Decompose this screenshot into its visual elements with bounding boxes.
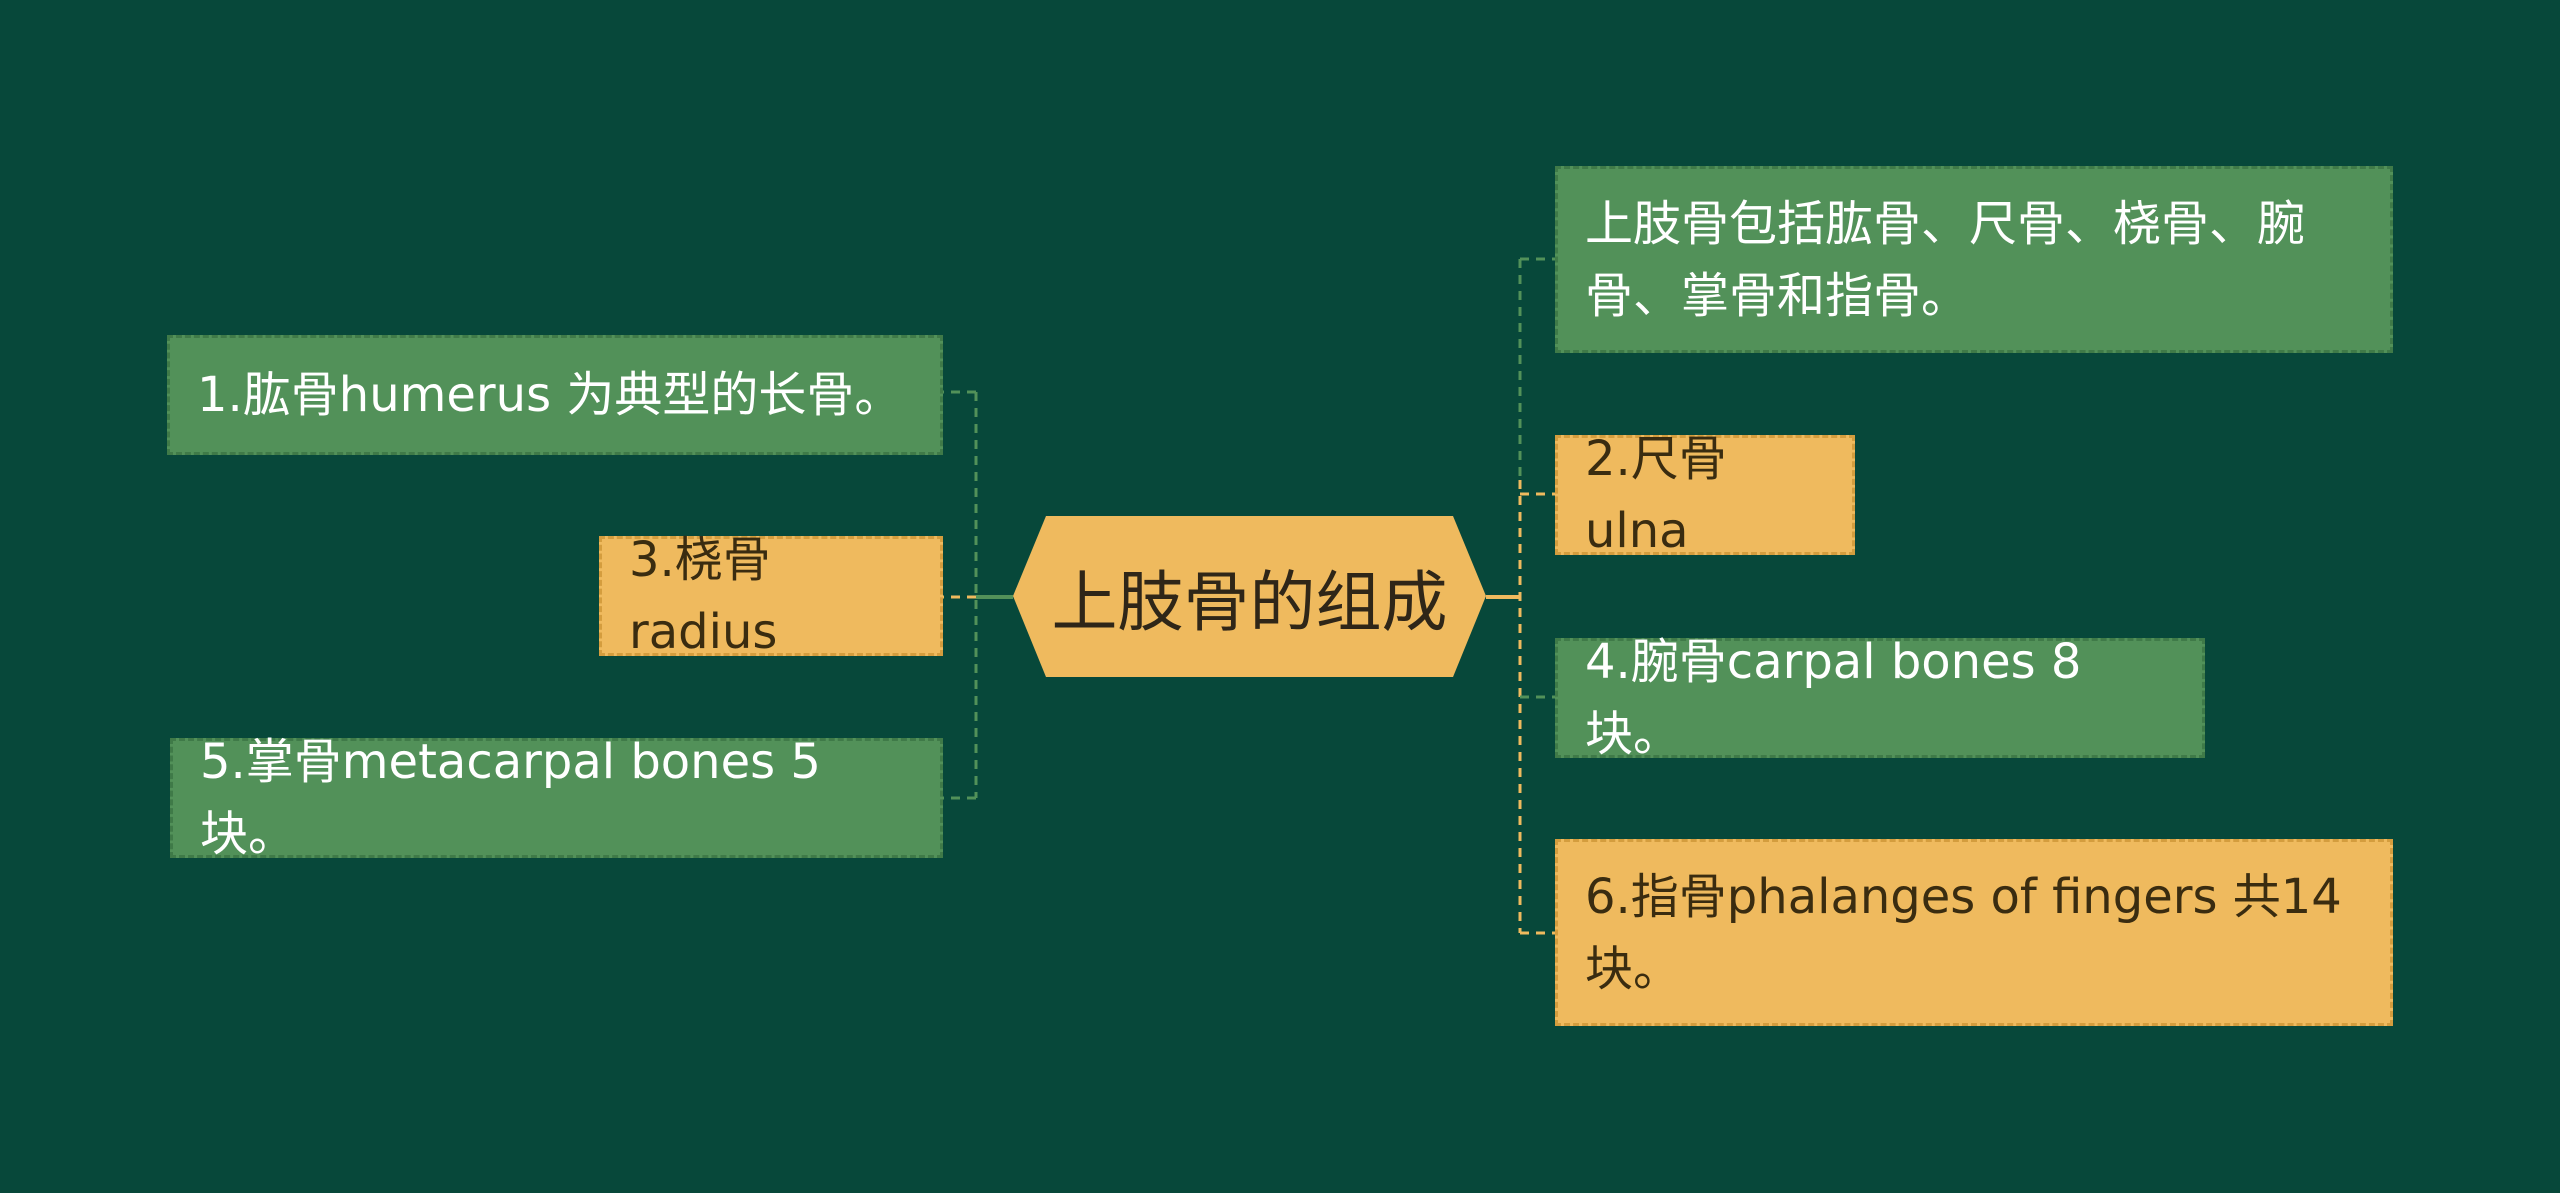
node-label: 6.指骨phalanges of fingers 共14块。 xyxy=(1585,868,2342,997)
node-label: 3.桡骨radius xyxy=(629,532,778,660)
right-node-carpal[interactable]: 4.腕骨carpal bones 8块。 xyxy=(1555,634,2205,762)
left-node-metacarpal[interactable]: 5.掌骨metacarpal bones 5块。 xyxy=(170,734,943,862)
left-node-radius[interactable]: 3.桡骨radius xyxy=(599,532,943,660)
left-node-humerus[interactable]: 1.肱骨humerus 为典型的长骨。 xyxy=(167,335,943,455)
center-topic-node[interactable]: 上肢骨的组成 xyxy=(1013,516,1486,677)
right-node-ulna[interactable]: 2.尺骨ulna xyxy=(1555,431,1855,559)
center-topic-label: 上肢骨的组成 xyxy=(1051,563,1448,641)
node-label: 4.腕骨carpal bones 8块。 xyxy=(1585,634,2082,762)
node-label: 5.掌骨metacarpal bones 5块。 xyxy=(200,734,821,862)
right-node-phalanges[interactable]: 6.指骨phalanges of fingers 共14块。 xyxy=(1555,839,2393,1026)
node-label: 1.肱骨humerus 为典型的长骨。 xyxy=(197,367,903,423)
node-label: 2.尺骨ulna xyxy=(1585,431,1727,559)
right-node-intro[interactable]: 上肢骨包括肱骨、尺骨、桡骨、腕骨、掌骨和指骨。 xyxy=(1555,166,2393,353)
node-label: 上肢骨包括肱骨、尺骨、桡骨、腕骨、掌骨和指骨。 xyxy=(1585,195,2306,324)
